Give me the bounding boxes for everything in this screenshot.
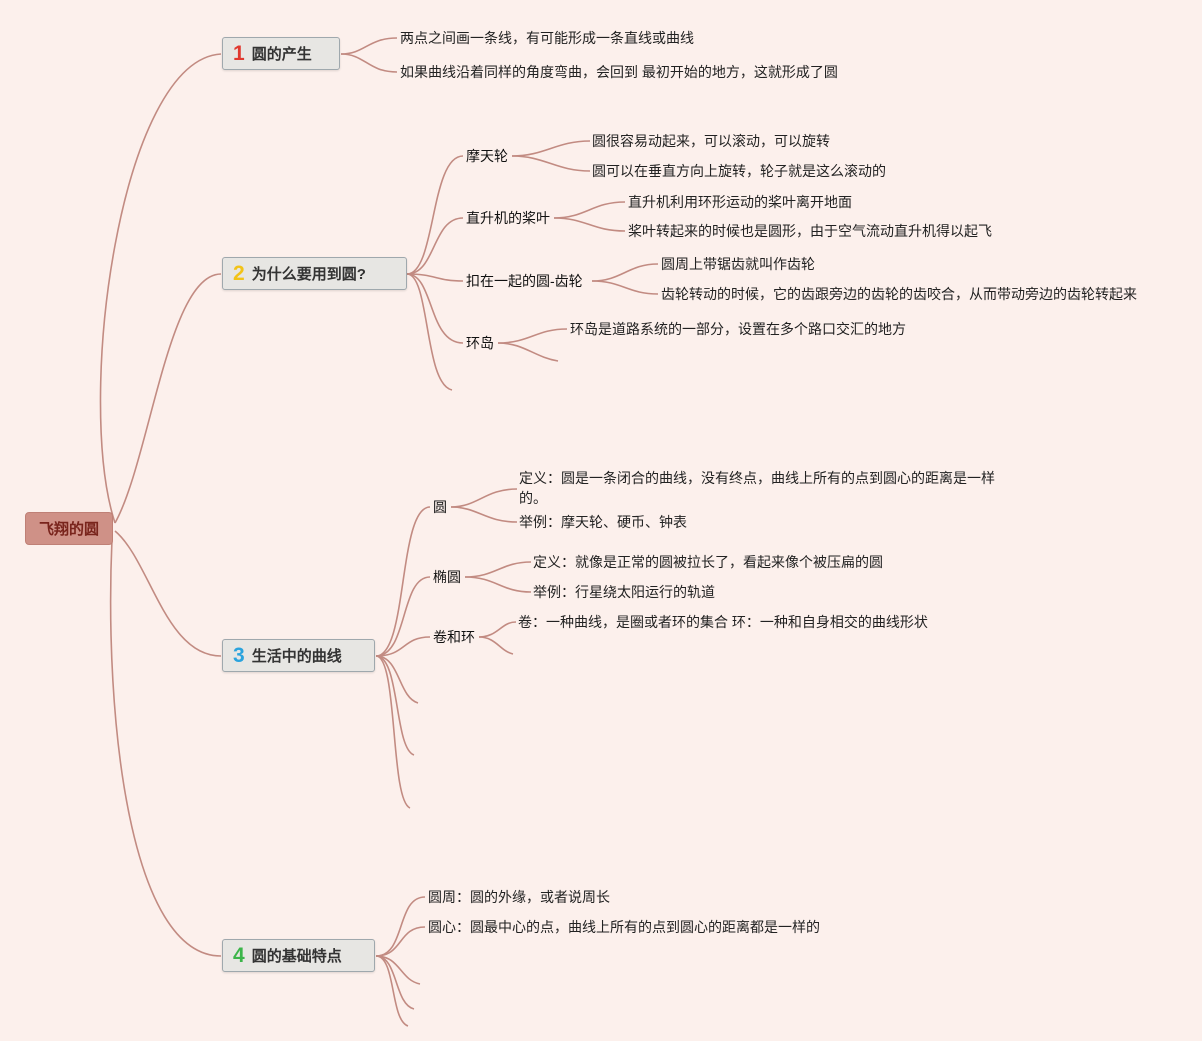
connector: [497, 328, 568, 344]
connector: [406, 155, 464, 275]
connector-root-branch4: [109, 538, 222, 957]
connector-empty: [375, 655, 411, 809]
connector: [591, 263, 659, 282]
branch-1-number: 1: [233, 42, 245, 65]
connector-empty: [406, 273, 453, 391]
connector-empty: [375, 655, 419, 704]
connector: [375, 636, 431, 657]
leaf-topic[interactable]: 圆周：圆的外缘，或者说周长: [428, 889, 610, 905]
sub-topic-circle[interactable]: 圆: [433, 499, 447, 515]
sub-topic-gears[interactable]: 扣在一起的圆-齿轮: [466, 273, 583, 289]
connector: [340, 53, 398, 73]
connector: [464, 561, 532, 578]
branch-4-label: 圆的基础特点: [251, 948, 342, 965]
branch-1-label: 圆的产生: [251, 46, 312, 63]
leaf-topic[interactable]: 直升机利用环形运动的桨叶离开地面: [628, 194, 852, 210]
sub-topic-ferris-wheel[interactable]: 摩天轮: [466, 148, 508, 164]
connector: [406, 273, 464, 344]
connector: [450, 506, 518, 523]
connector: [511, 140, 591, 157]
sub-topic-helicopter-blades[interactable]: 直升机的桨叶: [466, 210, 550, 226]
leaf-topic[interactable]: 桨叶转起来的时候也是圆形，由于空气流动直升机得以起飞: [628, 223, 992, 239]
leaf-topic[interactable]: 两点之间画一条线，有可能形成一条直线或曲线: [400, 30, 694, 46]
connector: [450, 488, 518, 508]
connector: [553, 201, 626, 219]
connector: [464, 576, 532, 593]
branch-3-number: 3: [233, 644, 245, 667]
connector: [591, 280, 659, 295]
branch-2-label: 为什么要用到圆?: [251, 266, 366, 283]
branch-4[interactable]: 4 圆的基础特点: [222, 939, 375, 972]
connector: [478, 621, 517, 638]
leaf-topic[interactable]: 圆心：圆最中心的点，曲线上所有的点到圆心的距离都是一样的: [428, 919, 820, 935]
connector-root-branch3: [114, 530, 222, 657]
branch-1[interactable]: 1 圆的产生: [222, 37, 340, 70]
sub-topic-ellipse[interactable]: 椭圆: [433, 569, 461, 585]
connector: [375, 896, 426, 957]
branch-2-number: 2: [233, 262, 245, 285]
root-topic[interactable]: 飞翔的圆: [25, 512, 114, 545]
connector-empty: [478, 636, 514, 655]
connector: [375, 506, 431, 657]
connector-empty: [375, 655, 415, 756]
leaf-topic[interactable]: 如果曲线沿着同样的角度弯曲，会回到 最初开始的地方，这就形成了圆: [400, 64, 838, 80]
branch-3-label: 生活中的曲线: [251, 648, 342, 665]
connector-root-branch2: [114, 273, 222, 524]
sub-topic-spiral-and-loop[interactable]: 卷和环: [433, 629, 475, 645]
leaf-topic[interactable]: 齿轮转动的时候，它的齿跟旁边的齿轮的齿咬合，从而带动旁边的齿轮转起来: [661, 286, 1137, 302]
leaf-topic[interactable]: 定义：圆是一条闭合的曲线，没有终点，曲线上所有的点到圆心的距离是一样的。: [519, 470, 995, 506]
branch-4-number: 4: [233, 944, 245, 967]
connector: [340, 37, 398, 55]
leaf-topic[interactable]: 圆很容易动起来，可以滚动，可以旋转: [592, 133, 830, 149]
sub-topic-roundabout[interactable]: 环岛: [466, 335, 494, 351]
leaf-topic[interactable]: 举例：摩天轮、硬币、钟表: [519, 514, 687, 530]
connector: [406, 273, 464, 282]
leaf-topic[interactable]: 举例：行星绕太阳运行的轨道: [533, 584, 715, 600]
connector-empty: [375, 955, 409, 1027]
connector-empty: [497, 342, 559, 362]
connector: [406, 217, 464, 275]
leaf-topic[interactable]: 圆可以在垂直方向上旋转，轮子就是这么滚动的: [592, 163, 886, 179]
connector-root-branch1: [99, 53, 222, 524]
branch-3[interactable]: 3 生活中的曲线: [222, 639, 375, 672]
connector: [375, 576, 431, 657]
branch-2[interactable]: 2 为什么要用到圆?: [222, 257, 407, 290]
leaf-topic[interactable]: 定义：就像是正常的圆被拉长了，看起来像个被压扁的圆: [533, 554, 883, 570]
connector: [375, 926, 426, 957]
leaf-topic[interactable]: 卷：一种曲线，是圈或者环的集合 环：一种和自身相交的曲线形状: [518, 614, 928, 630]
connector: [553, 217, 626, 232]
connector: [511, 155, 591, 172]
leaf-topic[interactable]: 环岛是道路系统的一部分，设置在多个路口交汇的地方: [570, 321, 906, 337]
leaf-topic[interactable]: 圆周上带锯齿就叫作齿轮: [661, 256, 815, 272]
